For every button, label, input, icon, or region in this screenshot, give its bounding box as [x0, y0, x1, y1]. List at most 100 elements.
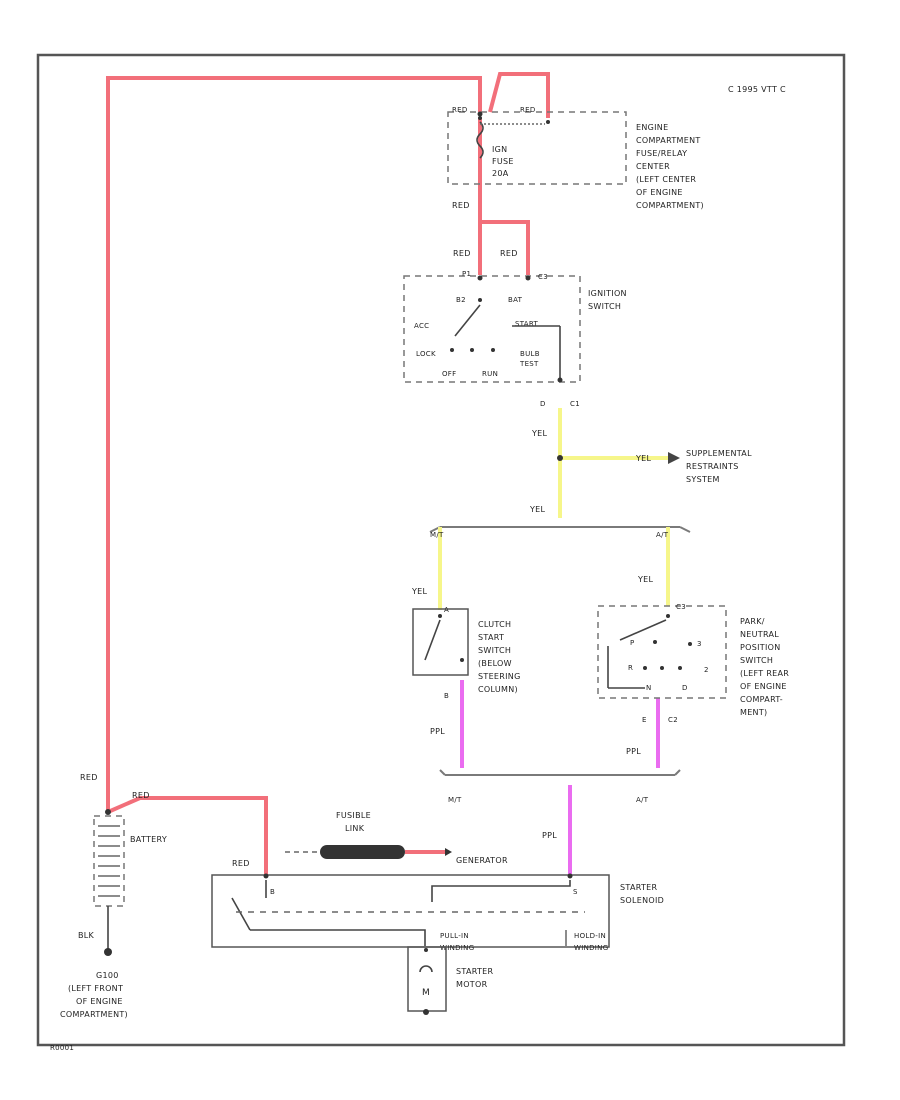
hold-in-label-2: WINDING: [574, 944, 608, 952]
wire-red-battery-to-solenoid: [107, 796, 268, 875]
park-contact-top: [666, 614, 670, 618]
wire-label-red-battery-solenoid: RED: [132, 791, 150, 800]
fusible-generator-label: GENERATOR: [456, 856, 508, 865]
ground-label-3: OF ENGINE: [76, 997, 123, 1006]
solenoid-contact-blade: [231, 897, 251, 931]
wire-label-ppl-clutch: PPL: [430, 727, 445, 736]
ground-label-4: COMPARTMENT): [60, 1010, 128, 1019]
clutch-label-4: (BELOW: [478, 659, 512, 668]
fuse-terminal-in: [478, 116, 482, 120]
clutch-pin-b: B: [444, 692, 449, 700]
wire-red-ign-bat: [480, 220, 530, 275]
ign-terminal-test: TEST: [519, 360, 539, 368]
ign-terminal-lock: LOCK: [416, 350, 436, 358]
fusible-link-body: [320, 845, 405, 859]
park-label-1: PARK/: [740, 617, 765, 626]
ground-point: [104, 948, 112, 956]
park-pos-3: 3: [697, 640, 702, 648]
fusible-label-2: LINK: [345, 824, 365, 833]
pull-in-label-1: PULL-IN: [440, 932, 469, 940]
wire-label-yel-srs: YEL: [635, 454, 652, 463]
starter-motor-terminal: [424, 948, 428, 952]
ign-terminal-bat: BAT: [508, 296, 523, 304]
ign-contact-1: [450, 348, 454, 352]
clutch-blade: [424, 619, 441, 661]
ground-label-1: G100: [96, 971, 119, 980]
clutch-label-6: COLUMN): [478, 685, 518, 694]
battery: RED RED BATTERY BLK G100 (LEFT FRONT OF …: [60, 773, 167, 1019]
fuse-center-box: [447, 111, 627, 185]
wire-label-red-battery-top: RED: [80, 773, 98, 782]
fuse-line-2: FUSE: [492, 157, 514, 166]
branch-label-mt-bottom: M/T: [448, 796, 462, 804]
battery-label: BATTERY: [130, 835, 167, 844]
park-label-7: COMPART-: [740, 695, 783, 704]
clutch-start-switch: YEL A CLUTCH START SWITCH (BELOW STEERIN…: [411, 587, 520, 736]
wire-red-battery-to-fuse: [106, 76, 482, 810]
fuse-center: RED RED IGN FUSE 20A ENGINE COMPARTMENT …: [447, 106, 704, 210]
ignition-switch: RED RED P1 C3 B2 BAT ACC START LOCK BULB…: [403, 249, 627, 438]
park-pos-n: N: [646, 684, 652, 692]
fuse-element: [476, 121, 484, 159]
fuse-pin-label-2: RED: [520, 106, 536, 114]
srs-branch: YEL SUPPLEMENTAL RESTRAINTS SYSTEM YEL M…: [430, 449, 752, 539]
wire-label-blk-ground: BLK: [78, 931, 95, 940]
battery-terminal-pos: [105, 809, 111, 815]
park-label-6: OF ENGINE: [740, 682, 787, 691]
starter-motor-label-1: STARTER: [456, 967, 494, 976]
park-label-4: SWITCH: [740, 656, 773, 665]
splice-dot-ign-bat: [525, 275, 531, 281]
park-dot-r: [643, 666, 647, 670]
starter-motor-label-2: MOTOR: [456, 980, 488, 989]
ground-label-2: (LEFT FRONT: [68, 984, 123, 993]
park-pos-d: D: [682, 684, 688, 692]
park-pos-p: P: [630, 639, 635, 647]
park-dot-n: [660, 666, 664, 670]
wire-label-yel-splice-down: YEL: [529, 505, 546, 514]
wire-label-yel-clutch: YEL: [411, 587, 428, 596]
ign-terminal-acc: ACC: [414, 322, 429, 330]
ign-terminal-c3: C3: [538, 273, 548, 281]
starter-solenoid: RED B S PULL-IN WINDING HOLD-IN WINDING …: [211, 859, 664, 952]
fuse-center-label-7: COMPARTMENT): [636, 201, 704, 210]
park-blade: [619, 619, 667, 641]
park-dot-3: [678, 666, 682, 670]
wire-label-yel-park: YEL: [637, 575, 654, 584]
ign-terminal-off: OFF: [442, 370, 456, 378]
wire-label-yel-ign-out: YEL: [531, 429, 548, 438]
solenoid-label-1: STARTER: [620, 883, 658, 892]
clutch-switch-box: [412, 608, 469, 676]
ign-contact-3: [491, 348, 495, 352]
diagram-id-code: C 1995 VTT C: [728, 85, 786, 94]
hold-in-label-1: HOLD-IN: [574, 932, 606, 940]
clutch-label-3: SWITCH: [478, 646, 511, 655]
fuse-line-1: IGN: [492, 145, 507, 154]
park-neutral-switch: YEL C3 P R 2 N D 3 E C2 PARK/ NEUTRAL PO…: [597, 575, 789, 756]
fuse-terminal-feed: [546, 120, 550, 124]
srs-label-1: SUPPLEMENTAL: [686, 449, 752, 458]
fuse-center-label-4: CENTER: [636, 162, 670, 171]
solenoid-terminal-b: [263, 873, 269, 879]
wire-label-red-ign-in-2: RED: [500, 249, 518, 258]
diagram-frame: [36, 53, 846, 1047]
battery-cells: [98, 825, 120, 897]
srs-arrow: [668, 452, 680, 464]
park-connector-c3: C3: [676, 603, 686, 611]
solenoid-s-label: S: [573, 888, 578, 896]
starter-motor-ground: [423, 1009, 429, 1015]
park-label-5: (LEFT REAR: [740, 669, 789, 678]
clutch-contact-bottom: [460, 658, 464, 662]
ign-terminal-p1: P1: [462, 270, 471, 278]
park-switch-box: [597, 605, 727, 699]
ign-terminal-d: D: [540, 400, 546, 408]
splice-dot-ign-out: [557, 377, 563, 383]
park-label-3: POSITION: [740, 643, 781, 652]
battery-box: [93, 815, 125, 907]
park-pos-2: 2: [704, 666, 709, 674]
park-pos-r: R: [628, 664, 633, 672]
ign-contact-top: [478, 298, 482, 302]
srs-label-3: SYSTEM: [686, 475, 720, 484]
fusible-label-1: FUSIBLE: [336, 811, 371, 820]
fusible-arrow: [445, 848, 452, 856]
